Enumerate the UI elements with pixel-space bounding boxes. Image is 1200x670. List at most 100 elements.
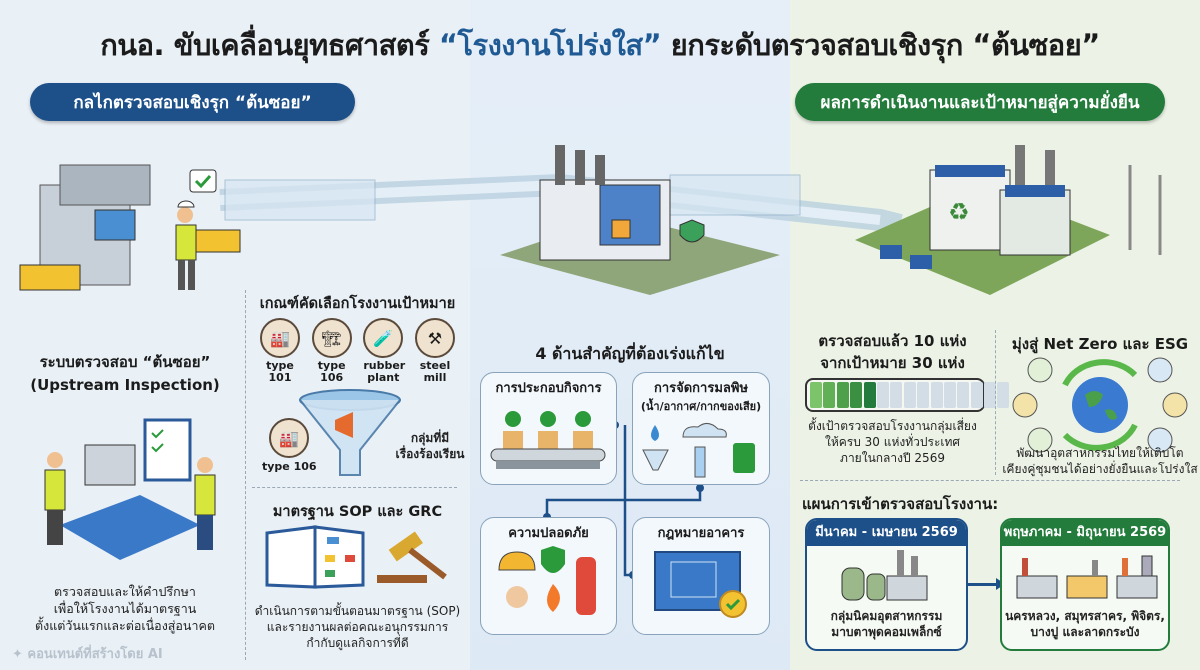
progress-segment-filled: [863, 382, 876, 408]
phase-period: พฤษภาคม - มิถุนายน 2569: [1002, 520, 1168, 546]
caption-line: กลุ่มนิคมอุตสาหกรรม: [830, 609, 943, 623]
progress-segment-empty: [997, 382, 1010, 408]
progress-segment-filled: [836, 382, 849, 408]
issue-card-building-law: กฎหมายอาคาร: [632, 517, 770, 635]
inspection-gate-icon: [19, 164, 241, 291]
progress-segment-empty: [970, 382, 983, 408]
sop-illustration: [265, 525, 447, 589]
phase-detail: นครหลวง, สมุทรสาคร, พิจิตร, บางปู และลาด…: [1002, 608, 1168, 640]
complaint-label: กลุ่มที่มี เรื่องร้องเรียน: [395, 430, 465, 462]
esg-cycle-illustration: [1012, 357, 1188, 453]
factories-icon: [1016, 555, 1158, 599]
worker-icon: [506, 586, 528, 608]
criteria-title: เกณฑ์คัดเลือกโรงงานเป้าหมาย: [259, 296, 456, 312]
bank-icon: [1147, 427, 1173, 453]
caption-line: ตรวจสอบและให้คำปรึกษา: [54, 584, 196, 599]
netzero-title: มุ่งสู่ Net Zero และ ESG: [1011, 335, 1189, 353]
type-label: rubber plant: [363, 359, 406, 384]
right-section-header: ผลการดำเนินงานและเป้าหมายสู่ความยั่งยืน: [795, 83, 1165, 121]
issues-title: 4 ด้านสำคัญที่ต้องเร่งแก้ไข: [535, 344, 725, 363]
gavel-icon: [377, 531, 447, 583]
inspection-progress-bar: [805, 378, 1010, 412]
caption-line: นครหลวง, สมุทรสาคร, พิจิตร,: [1005, 609, 1165, 623]
progress-segment-filled: [850, 382, 863, 408]
shield-icon: [541, 546, 565, 573]
type-label: steel mill: [419, 359, 451, 384]
progress-segment-empty: [917, 382, 930, 408]
phase-detail: กลุ่มนิคมอุตสาหกรรม มาบตาพุดคอมเพล็กซ์: [807, 608, 966, 640]
divider: [800, 480, 1180, 481]
issue-title: การจัดการมลพิษ: [653, 381, 749, 396]
upstream-subtitle: (Upstream Inspection): [30, 376, 220, 394]
fire-icon: [547, 584, 560, 612]
community-icon: [1027, 427, 1053, 453]
plan-phase-2: พฤษภาคม - มิถุนายน 2569 นครหลวง, สมุทรสา…: [1000, 518, 1170, 651]
caption-line: ภายในกลางปี 2569: [840, 451, 945, 465]
plan-title: แผนการเข้าตรวจสอบโรงงาน:: [802, 495, 999, 513]
type-label: type 101: [266, 359, 294, 384]
caption-line: ตั้งแต่วันแรกและต่อเนื่องสู่อนาคต: [35, 618, 215, 633]
factory-icon: [500, 145, 780, 295]
progress-segment-empty: [957, 382, 970, 408]
coins-icon: [1162, 392, 1188, 418]
svg-text:♻: ♻: [948, 198, 970, 226]
upstream-title: ระบบตรวจสอบ “ต้นซอย”: [39, 353, 211, 371]
rubber-plant-icon: 🧪: [363, 318, 404, 358]
plan-phase-1: มีนาคม - เมษายน 2569 กลุ่มนิคมอุตสาหกรรม…: [805, 518, 968, 651]
watermark-text: คอนเทนต์ที่สร้างโดย AI: [27, 647, 163, 662]
factory-type-106-icon: 🏗: [311, 318, 352, 358]
progress-title-line: ตรวจสอบแล้ว 10 แห่ง: [818, 332, 967, 350]
caption-line: เรื่องร้องเรียน: [395, 447, 465, 461]
fire-extinguisher-icon: [576, 557, 596, 615]
caption-line: เคียงคู่ชุมชนได้อย่างยั่งยืนและโปร่งใส: [1002, 462, 1198, 476]
caption-line: ตั้งเป้าตรวจสอบโรงงานกลุ่มเสี่ยง: [808, 419, 977, 433]
funnel-icon: [299, 389, 401, 476]
progress-segment-empty: [930, 382, 943, 408]
type-label: type 106: [262, 460, 317, 473]
progress-segment-filled: [823, 382, 836, 408]
issue-subtitle: (น้ำ/อากาศ/กากของเสีย): [640, 400, 762, 413]
progress-segment-empty: [984, 382, 997, 408]
globe-icon: [1072, 377, 1128, 433]
pipe-icon: [219, 173, 903, 236]
page-title: กนอ. ขับเคลื่อนยุทธศาสตร์ “โรงงานโปร่งใส…: [0, 22, 1200, 68]
conveyor-icon: [490, 411, 606, 469]
safety-icons: [498, 546, 596, 615]
cloud-icon: [682, 423, 727, 438]
petrochemical-plant-icon: [841, 550, 928, 601]
left-section-header: กลไกตรวจสอบเชิงรุก “ต้นซอย”: [30, 83, 355, 121]
sop-title: มาตรฐาน SOP และ GRC: [272, 504, 443, 520]
title-suffix: ยกระดับตรวจสอบเชิงรุก “ต้นซอย”: [661, 28, 1101, 62]
book-icon: [265, 525, 365, 589]
caption-line: พัฒนาอุตสาหกรรมไทยให้เติบโต: [1016, 446, 1184, 460]
leaf-hand-icon: [1012, 392, 1038, 418]
caption-line: กำกับดูแลกิจการที่ดี: [306, 636, 409, 650]
progress-segment-empty: [943, 382, 956, 408]
title-prefix: กนอ. ขับเคลื่อนยุทธศาสตร์: [100, 28, 439, 62]
ai-watermark: ✦ คอนเทนต์ที่สร้างโดย AI: [12, 643, 163, 664]
criteria-types: 🏭type 101 🏗type 106 🧪rubber plant ⚒steel…: [255, 318, 460, 384]
caption-line: มาบตาพุดคอมเพล็กซ์: [831, 625, 942, 639]
type-label: type 106: [317, 359, 346, 384]
pipeline-illustration: ♻: [19, 145, 1162, 295]
megaphone-icon: [335, 412, 353, 438]
title-highlight: “โรงงานโปร่งใส”: [438, 28, 662, 62]
netzero-caption: พัฒนาอุตสาหกรรมไทยให้เติบโต เคียงคู่ชุมช…: [1000, 445, 1200, 477]
inspection-team-icon: [44, 418, 216, 560]
caption-line: บางปู และลาดกระบัง: [1030, 625, 1140, 639]
issue-title: การประกอบกิจการ: [495, 381, 602, 396]
recycle-bin-icon: [733, 443, 755, 473]
issue-title: ความปลอดภัย: [508, 526, 589, 541]
divider: [245, 290, 246, 660]
steel-mill-icon: ⚒: [414, 318, 455, 358]
plant-hand-icon: [1027, 357, 1053, 383]
blueprint-certificate-icon: [654, 551, 747, 618]
divider: [252, 487, 457, 488]
issue-title: กฎหมายอาคาร: [657, 526, 745, 541]
progress-segment-filled: [810, 382, 822, 408]
money-hand-icon: [1147, 357, 1173, 383]
filter-icon: [642, 449, 669, 471]
issue-card-pollution: การจัดการมลพิษ (น้ำ/อากาศ/กากของเสีย): [632, 372, 770, 485]
caption-line: กลุ่มที่มี: [410, 431, 450, 445]
progress-title: ตรวจสอบแล้ว 10 แห่ง จากเป้าหมาย 30 แห่ง: [795, 330, 990, 374]
